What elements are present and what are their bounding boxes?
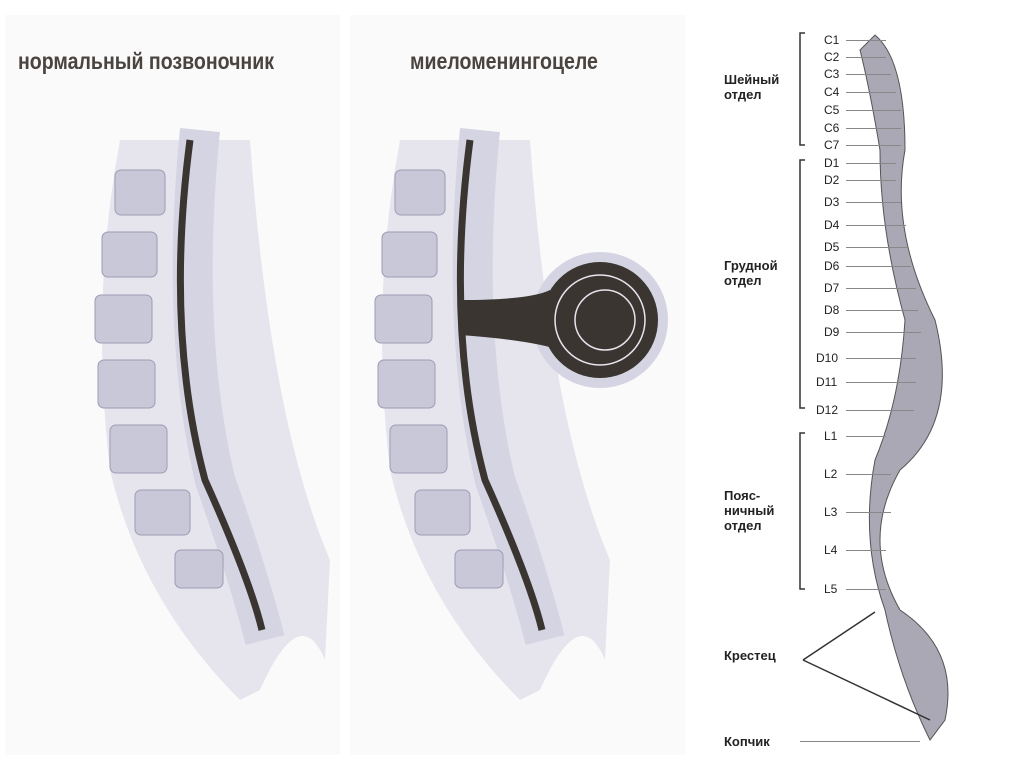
vertebra-label-c7: C7 (824, 138, 840, 152)
myelomeningocele-drawing (374, 128, 668, 700)
vertebra-label-l5: L5 (824, 582, 838, 596)
leader-line (846, 550, 886, 551)
vertebra-label-l1: L1 (824, 429, 838, 443)
leader-line (846, 225, 906, 226)
title-mmc: миеломенингоцеле (410, 48, 598, 74)
vertebra-label-c6: C6 (824, 121, 840, 135)
leader-line (846, 180, 896, 181)
leader-line (846, 512, 891, 513)
leader-line (846, 92, 896, 93)
coccyx-pointer (800, 741, 920, 742)
vertebra-label-c1: C1 (824, 33, 840, 47)
vertebra-label-c3: C3 (824, 67, 840, 81)
label-coccyx: Копчик (724, 734, 770, 749)
full-spine-drawing (799, 32, 949, 741)
leader-line (846, 332, 921, 333)
vertebra-label-c2: C2 (824, 50, 840, 64)
vertebra-label-d5: D5 (824, 240, 840, 254)
title-normal: нормальный позвоночник (18, 48, 275, 74)
leader-line (846, 474, 891, 475)
vertebra-label-d1: D1 (824, 156, 840, 170)
vertebra-label-l2: L2 (824, 467, 838, 481)
leader-line (846, 145, 901, 146)
leader-line (846, 110, 901, 111)
leader-line (846, 40, 886, 41)
vertebra-label-d4: D4 (824, 218, 840, 232)
vertebra-label-l3: L3 (824, 505, 838, 519)
vertebra-label-d8: D8 (824, 303, 840, 317)
vertebra-label-l4: L4 (824, 543, 838, 557)
leader-line (846, 382, 916, 383)
vertebra-label-d9: D9 (824, 325, 840, 339)
leader-line (846, 202, 901, 203)
vertebra-label-d10: D10 (816, 351, 839, 365)
leader-line (846, 74, 891, 75)
leader-line (846, 358, 916, 359)
leader-line (846, 589, 886, 590)
leader-line (846, 436, 886, 437)
normal-spine-drawing (94, 128, 330, 700)
leader-line (846, 247, 908, 248)
leader-line (846, 163, 896, 164)
vertebra-label-d12: D12 (816, 403, 839, 417)
vertebra-label-c4: C4 (824, 85, 840, 99)
vertebra-label-d3: D3 (824, 195, 840, 209)
vertebra-label-c5: C5 (824, 103, 840, 117)
vertebra-label-d7: D7 (824, 281, 840, 295)
label-sacrum: Крестец (724, 648, 776, 663)
leader-line (846, 410, 914, 411)
leader-line (846, 266, 911, 267)
leader-line (846, 128, 901, 129)
vertebra-label-d6: D6 (824, 259, 840, 273)
vertebra-label-d2: D2 (824, 173, 840, 187)
leader-line (846, 310, 918, 311)
leader-line (846, 288, 916, 289)
leader-line (846, 57, 886, 58)
vertebra-label-d11: D11 (816, 375, 838, 389)
